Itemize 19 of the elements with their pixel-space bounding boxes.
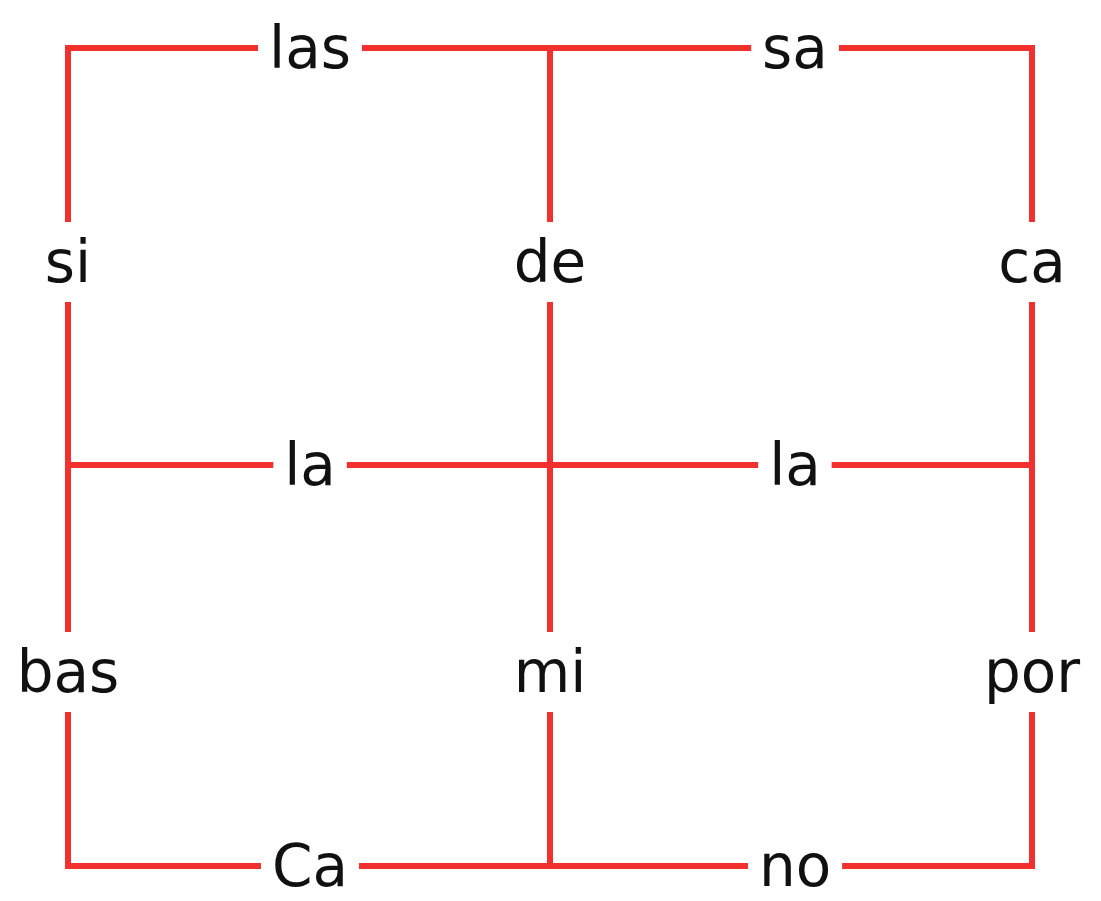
word-label: bas [16, 643, 120, 701]
connector-line [65, 45, 259, 222]
connector-line [842, 712, 1035, 869]
word-label: ca [998, 233, 1066, 291]
word-label: sa [762, 19, 828, 77]
word-label: la [284, 436, 336, 494]
word-label: no [758, 837, 832, 895]
word-label: la [769, 436, 821, 494]
connector-line [838, 45, 1035, 222]
connector-line [547, 302, 553, 632]
word-label: las [269, 19, 351, 77]
connector-line [65, 712, 261, 869]
connector-line [1029, 302, 1035, 632]
word-label: mi [513, 643, 587, 701]
word-label: Ca [272, 837, 348, 895]
connector-line [547, 45, 752, 222]
connector-line [346, 462, 759, 468]
word-label: de [513, 233, 587, 291]
word-label: si [44, 233, 92, 291]
